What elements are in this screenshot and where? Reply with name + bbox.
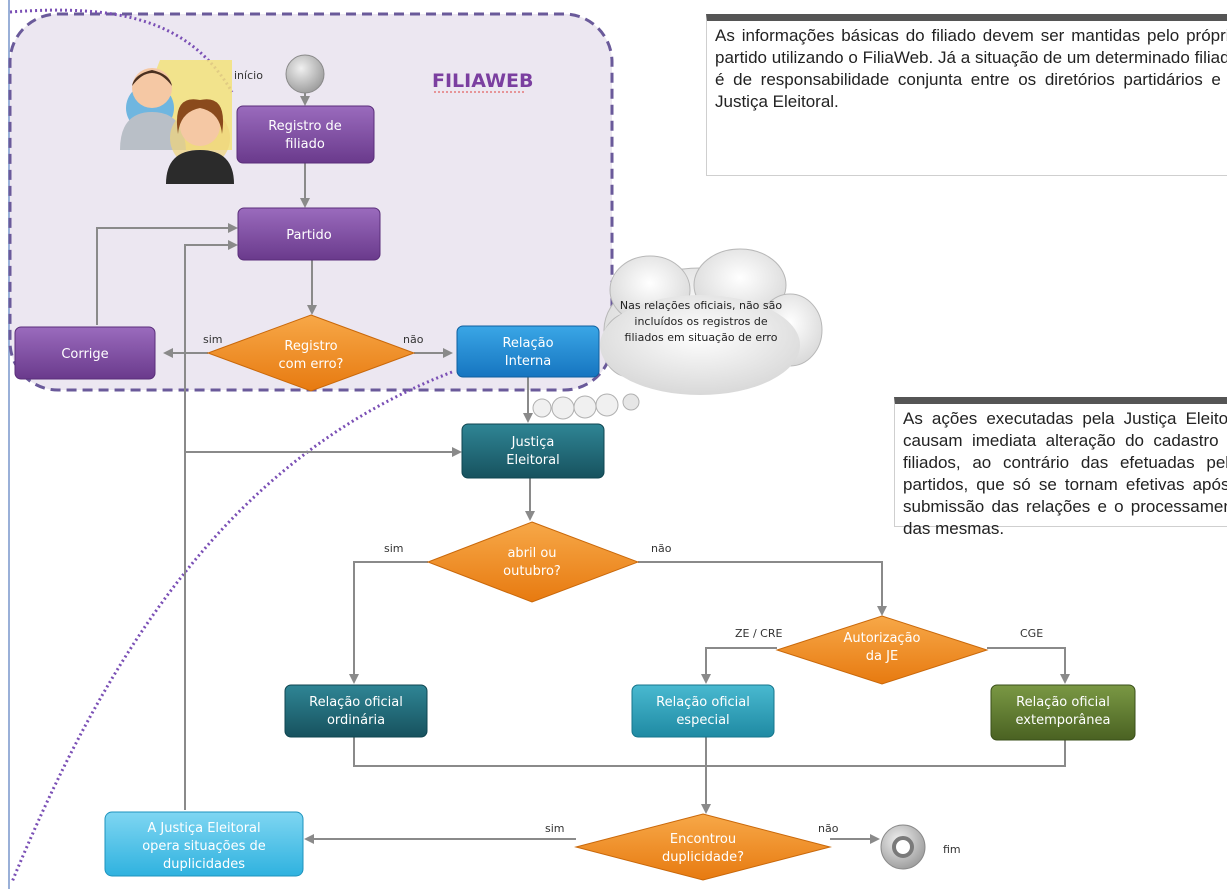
edges xyxy=(96,93,1070,844)
svg-text:da JE: da JE xyxy=(866,649,898,664)
label-sim-erro: sim xyxy=(203,333,223,346)
node-partido: Partido xyxy=(237,207,381,261)
node-justica-eleitoral: Justiça Eleitoral xyxy=(461,423,605,479)
node-registro-filiado: Registro de filiado xyxy=(236,105,375,164)
start-node xyxy=(285,54,325,94)
label-nao-dup: não xyxy=(818,822,839,835)
dotted-connector-bottom xyxy=(10,370,453,883)
svg-text:Registro de: Registro de xyxy=(268,119,342,134)
svg-text:duplicidades: duplicidades xyxy=(163,857,245,872)
svg-text:opera situações de: opera situações de xyxy=(142,839,266,854)
decision-autorizacao-je: Autorização da JE xyxy=(775,615,989,685)
svg-text:Registro: Registro xyxy=(284,339,337,354)
decision-duplicidade: Encontrou duplicidade? xyxy=(574,813,832,881)
svg-text:ordinária: ordinária xyxy=(327,713,385,728)
svg-text:Relação: Relação xyxy=(502,336,553,351)
users-icon xyxy=(120,60,234,184)
svg-text:extemporânea: extemporânea xyxy=(1016,713,1111,728)
node-relacao-especial: Relação oficial especial xyxy=(631,684,775,738)
start-label: início xyxy=(234,69,263,82)
svg-text:Relação oficial: Relação oficial xyxy=(1016,695,1110,710)
node-corrige: Corrige xyxy=(14,326,156,380)
cloud-note: Nas relações oficiais, não são incluídos… xyxy=(619,299,783,344)
svg-text:Corrige: Corrige xyxy=(61,347,108,362)
svg-text:Interna: Interna xyxy=(505,354,552,369)
label-ze-cre: ZE / CRE xyxy=(735,627,783,640)
label-nao-abril: não xyxy=(651,542,672,555)
svg-text:Justiça: Justiça xyxy=(511,435,555,450)
svg-text:A Justiça Eleitoral: A Justiça Eleitoral xyxy=(147,821,260,836)
end-node xyxy=(880,824,926,870)
node-relacao-ordinaria: Relação oficial ordinária xyxy=(284,684,428,738)
svg-text:Autorização: Autorização xyxy=(844,631,921,646)
info-box-filiaweb: As informações básicas do filiado devem … xyxy=(706,14,1227,176)
decision-abril-outubro: abril ou outubro? xyxy=(426,521,640,603)
thought-cloud xyxy=(532,248,823,420)
node-relacao-interna: Relação Interna xyxy=(456,325,600,378)
svg-text:com erro?: com erro? xyxy=(279,357,344,372)
end-label: fim xyxy=(943,843,961,856)
info-box-justica: As ações executadas pela Justiça Eleitor… xyxy=(894,397,1227,538)
svg-text:especial: especial xyxy=(676,713,729,728)
label-sim-dup: sim xyxy=(545,822,565,835)
label-nao-erro: não xyxy=(403,333,424,346)
svg-text:outubro?: outubro? xyxy=(503,564,561,579)
filiaweb-title: FILIAWEB xyxy=(432,70,534,92)
node-relacao-extemporanea: Relação oficial extemporânea xyxy=(990,684,1136,741)
svg-text:abril ou: abril ou xyxy=(507,546,556,561)
svg-text:Encontrou: Encontrou xyxy=(670,832,736,847)
decision-registro-erro: Registro com erro? xyxy=(206,314,416,392)
svg-text:Relação oficial: Relação oficial xyxy=(656,695,750,710)
label-cge: CGE xyxy=(1020,627,1043,640)
label-sim-abril: sim xyxy=(384,542,404,555)
svg-text:Eleitoral: Eleitoral xyxy=(506,453,559,468)
svg-text:Relação oficial: Relação oficial xyxy=(309,695,403,710)
svg-text:Partido: Partido xyxy=(286,228,332,243)
svg-text:filiado: filiado xyxy=(285,137,325,152)
svg-text:duplicidade?: duplicidade? xyxy=(662,850,744,865)
node-opera-duplicidades: A Justiça Eleitoral opera situações de d… xyxy=(104,811,304,877)
